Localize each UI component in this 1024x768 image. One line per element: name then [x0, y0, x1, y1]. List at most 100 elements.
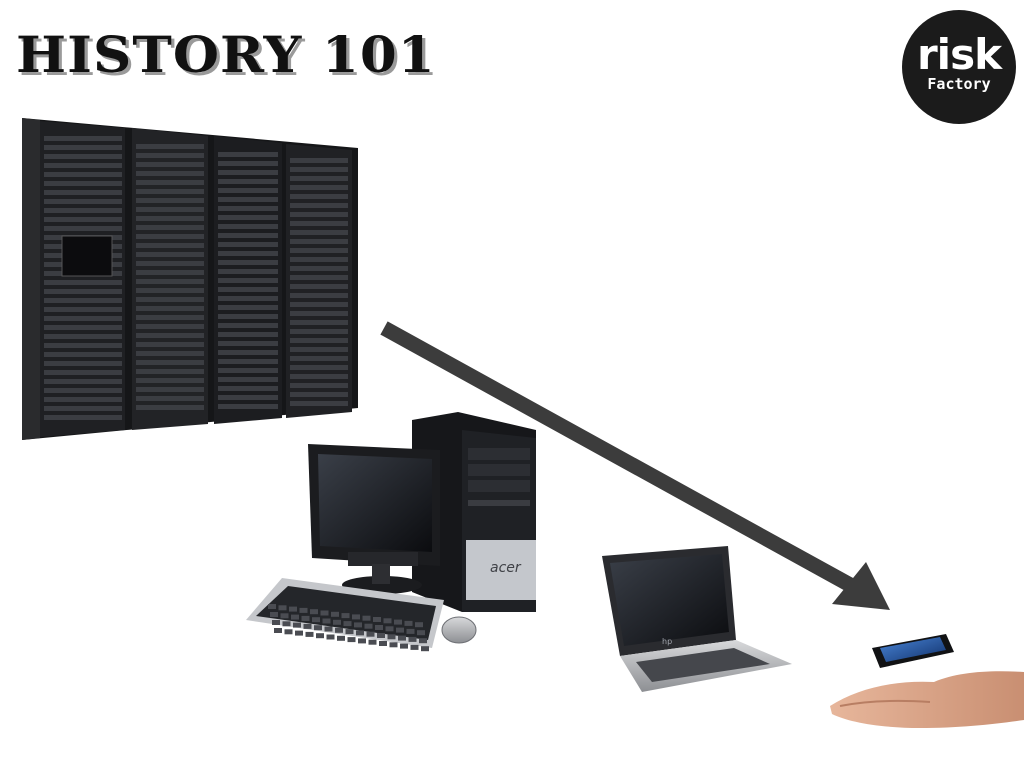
- keyboard-key: [345, 629, 354, 635]
- rack-unit: [290, 392, 348, 397]
- rack-unit: [44, 298, 122, 303]
- rack-unit: [218, 359, 278, 364]
- rack-unit: [218, 332, 278, 337]
- keyboard-key: [404, 620, 413, 626]
- rack-unit: [218, 260, 278, 265]
- rack-unit: [44, 343, 122, 348]
- rack-unit: [290, 275, 348, 280]
- rack-unit: [136, 216, 204, 221]
- keyboard-key: [408, 636, 417, 642]
- rack-unit: [136, 378, 204, 383]
- rack-unit: [136, 369, 204, 374]
- rack-unit: [44, 145, 122, 150]
- keyboard-image: [246, 578, 444, 652]
- keyboard-key: [322, 618, 331, 624]
- rack-unit: [290, 302, 348, 307]
- desktop-monitor-image: [308, 444, 440, 594]
- keyboard-key: [396, 627, 404, 633]
- rack-unit: [218, 269, 278, 274]
- server-rack-image: [22, 118, 358, 440]
- keyboard-key: [358, 638, 366, 644]
- keyboard-key: [417, 630, 425, 636]
- laptop-brand-label: hp: [662, 637, 672, 646]
- rack-unit: [218, 278, 278, 283]
- keyboard-key: [400, 643, 408, 649]
- keyboard-key: [305, 631, 314, 637]
- rack-unit: [218, 368, 278, 373]
- keyboard-key: [343, 621, 352, 627]
- rack-unit: [218, 170, 278, 175]
- keyboard-key: [316, 633, 324, 639]
- rack-unit: [218, 287, 278, 292]
- keyboard-key: [387, 634, 396, 640]
- rack-unit: [290, 248, 348, 253]
- rack-unit: [136, 198, 204, 203]
- rack-unit: [136, 324, 204, 329]
- rack-unit: [218, 386, 278, 391]
- rack-unit: [136, 153, 204, 158]
- rack-unit: [290, 329, 348, 334]
- rack-unit: [136, 288, 204, 293]
- keyboard-key: [331, 611, 339, 617]
- rack-unit: [218, 377, 278, 382]
- keyboard-key: [312, 617, 320, 623]
- rack-unit: [218, 179, 278, 184]
- rack-unit: [290, 194, 348, 199]
- keyboard-key: [284, 629, 293, 635]
- rack-unit: [290, 257, 348, 262]
- keyboard-key: [368, 639, 377, 645]
- rack-unit: [136, 225, 204, 230]
- keyboard-key: [415, 622, 423, 628]
- keyboard-key: [280, 613, 289, 619]
- rack-unit: [290, 320, 348, 325]
- rack-unit: [44, 154, 122, 159]
- rack-unit: [290, 293, 348, 298]
- rack-unit: [290, 311, 348, 316]
- rack-unit: [136, 405, 204, 410]
- keyboard-key: [354, 622, 362, 628]
- rack-unit: [290, 356, 348, 361]
- rack-unit: [44, 208, 122, 213]
- rack-unit: [218, 341, 278, 346]
- keyboard-key: [389, 642, 398, 648]
- rack-unit: [44, 388, 122, 393]
- keyboard-key: [301, 615, 310, 621]
- keyboard-keys: [268, 604, 429, 652]
- rack-unit: [290, 338, 348, 343]
- keyboard-key: [268, 604, 276, 609]
- keyboard-key: [366, 631, 375, 637]
- keyboard-key: [385, 626, 394, 632]
- rack-unit: [218, 233, 278, 238]
- rack-console: [61, 235, 113, 277]
- rack-unit: [218, 242, 278, 247]
- rack-unit: [290, 212, 348, 217]
- rack-unit: [290, 239, 348, 244]
- keyboard-key: [299, 607, 308, 613]
- pc-brand-label: acer: [490, 560, 522, 576]
- rack-unit: [136, 315, 204, 320]
- rack-unit: [136, 171, 204, 176]
- keyboard-key: [270, 612, 278, 617]
- keyboard-key: [373, 617, 381, 622]
- rack-unit: [136, 333, 204, 338]
- keyboard-key: [333, 619, 341, 625]
- keyboard-key: [310, 609, 318, 615]
- rack-unit: [44, 181, 122, 186]
- rack-unit: [136, 297, 204, 302]
- keyboard-key: [291, 614, 299, 620]
- logo-sub-text: Factory: [927, 75, 991, 93]
- rack-unit: [136, 342, 204, 347]
- rack-unit: [44, 415, 122, 420]
- rack-unit: [136, 360, 204, 365]
- rack-unit: [290, 401, 348, 406]
- progression-arrow: [380, 321, 890, 610]
- keyboard-key: [352, 614, 360, 620]
- rack-unit: [136, 396, 204, 401]
- keyboard-key: [410, 644, 419, 650]
- rack-unit: [44, 226, 122, 231]
- rack-unit: [44, 289, 122, 294]
- keyboard-key: [394, 619, 402, 625]
- rack-unit: [290, 284, 348, 289]
- keyboard-key: [278, 605, 287, 611]
